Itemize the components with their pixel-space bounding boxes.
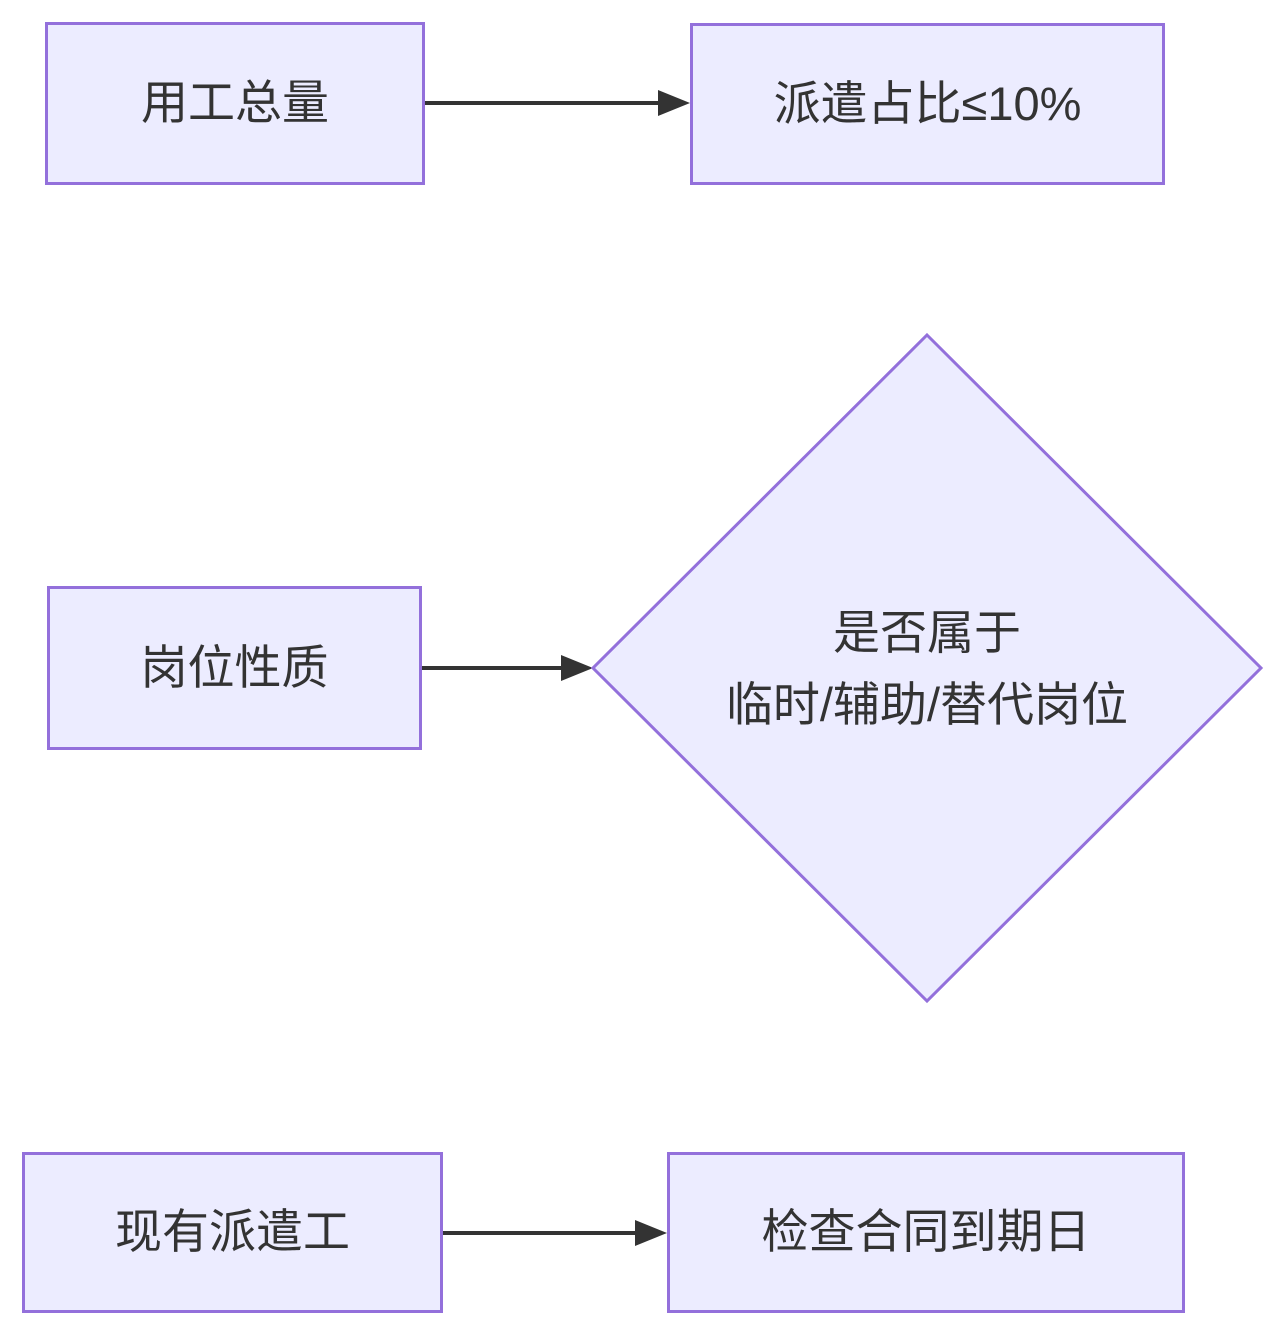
edge-workers-to-check <box>443 1220 667 1246</box>
edge-total-to-ratio <box>425 90 690 116</box>
node-total-employment-label: 用工总量 <box>141 76 329 130</box>
node-total-employment: 用工总量 <box>45 22 425 185</box>
decision-label-line2: 临时/辅助/替代岗位 <box>725 677 1129 731</box>
node-check-contract-expiry: 检查合同到期日 <box>667 1152 1185 1313</box>
edge-post-to-decision <box>422 655 593 681</box>
node-dispatch-ratio: 派遣占比≤10% <box>690 23 1165 185</box>
node-post-decision-label: 是否属于 临时/辅助/替代岗位 <box>627 596 1227 741</box>
node-existing-dispatch-workers: 现有派遣工 <box>22 1152 443 1313</box>
decision-label-line1: 是否属于 <box>833 605 1021 659</box>
node-check-contract-expiry-label: 检查合同到期日 <box>761 1205 1091 1259</box>
decision-diamond-shape <box>590 332 1264 1004</box>
node-existing-dispatch-workers-label: 现有派遣工 <box>115 1205 350 1259</box>
node-post-nature: 岗位性质 <box>47 586 422 750</box>
node-post-nature-label: 岗位性质 <box>140 640 329 694</box>
node-dispatch-ratio-label: 派遣占比≤10% <box>773 76 1082 130</box>
